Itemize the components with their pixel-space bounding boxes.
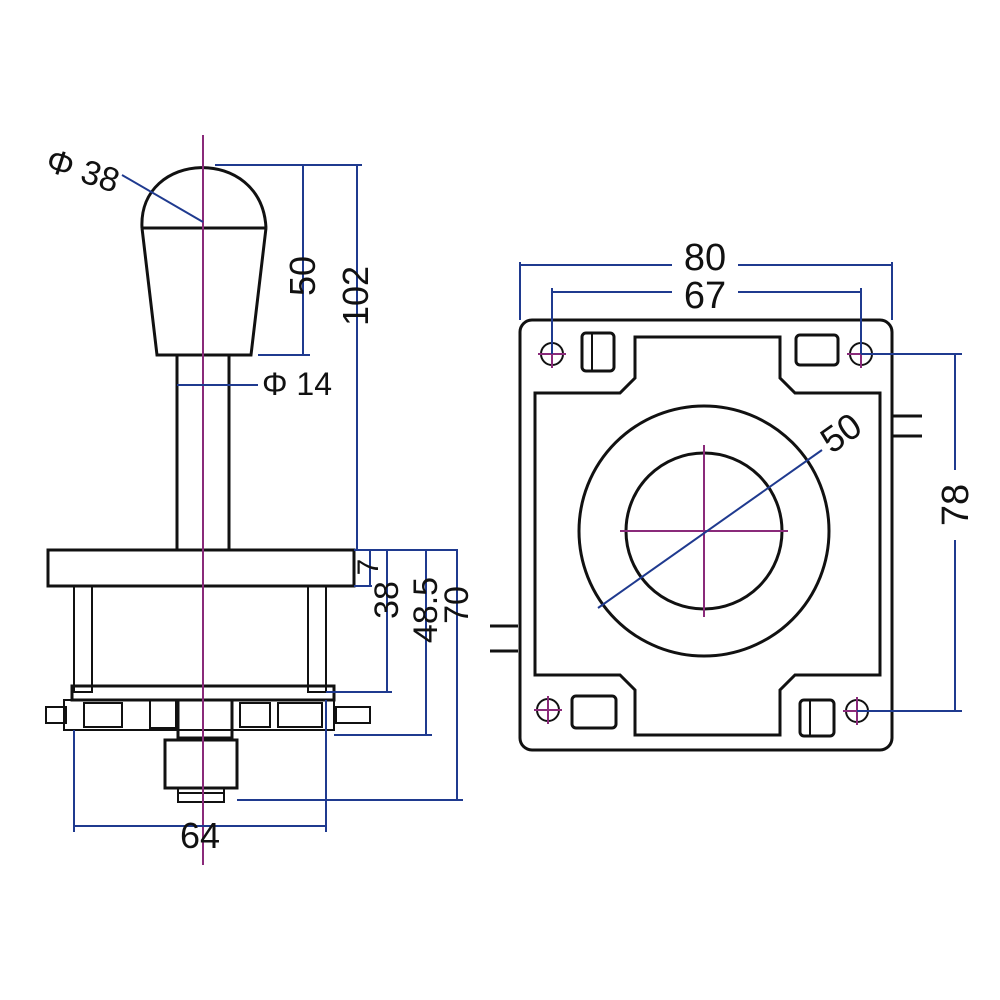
dust-cover-outer — [577, 404, 831, 658]
slot-bottom-left — [570, 694, 618, 730]
tab-right — [335, 706, 371, 724]
knob-height-label: 50 — [282, 256, 323, 296]
actuator-block — [176, 698, 234, 740]
bottom-thread — [177, 787, 225, 803]
left-leg — [73, 585, 93, 693]
knob-diameter-label: Φ 38 — [42, 141, 125, 200]
switch-left — [83, 702, 123, 728]
bottom-nut — [163, 738, 239, 790]
overall-height-label: 70 — [438, 586, 476, 624]
knob-diameter-leader — [121, 174, 204, 223]
circle-diameter-label: 50 — [813, 404, 869, 461]
slot-bottom-right — [798, 698, 836, 738]
top-plate — [518, 318, 894, 752]
side-view: Φ 38 50 102 Φ 14 7 38 48.5 70 64 — [42, 135, 476, 865]
mounting-hole-bottom-left — [534, 696, 562, 724]
switch-mid — [239, 702, 271, 728]
slot-top-right — [794, 333, 840, 367]
hole-spacing-y-label: 78 — [935, 484, 977, 526]
inner-profile — [533, 335, 882, 737]
slot-top-left — [580, 331, 616, 373]
body-to-pcb-label: 48.5 — [407, 577, 445, 643]
mounting-plate — [46, 548, 356, 588]
width-label: 64 — [180, 815, 220, 856]
tab-left — [45, 706, 67, 724]
knob-top — [140, 166, 268, 229]
shaft-diameter-label: Φ 14 — [262, 366, 332, 402]
right-leg — [307, 585, 327, 693]
body-height-label: 38 — [368, 581, 406, 619]
hole-spacing-x-label: 67 — [684, 275, 726, 317]
plate-width-label: 80 — [684, 237, 726, 279]
top-view: 80 67 78 50 — [490, 237, 977, 752]
dim-line-50-diagonal — [597, 449, 823, 609]
actuator-ring — [149, 699, 177, 729]
switch-rail — [63, 699, 335, 731]
total-height-label: 102 — [335, 266, 376, 326]
plate-thickness-label: 7 — [352, 559, 385, 576]
switch-right — [277, 702, 323, 728]
